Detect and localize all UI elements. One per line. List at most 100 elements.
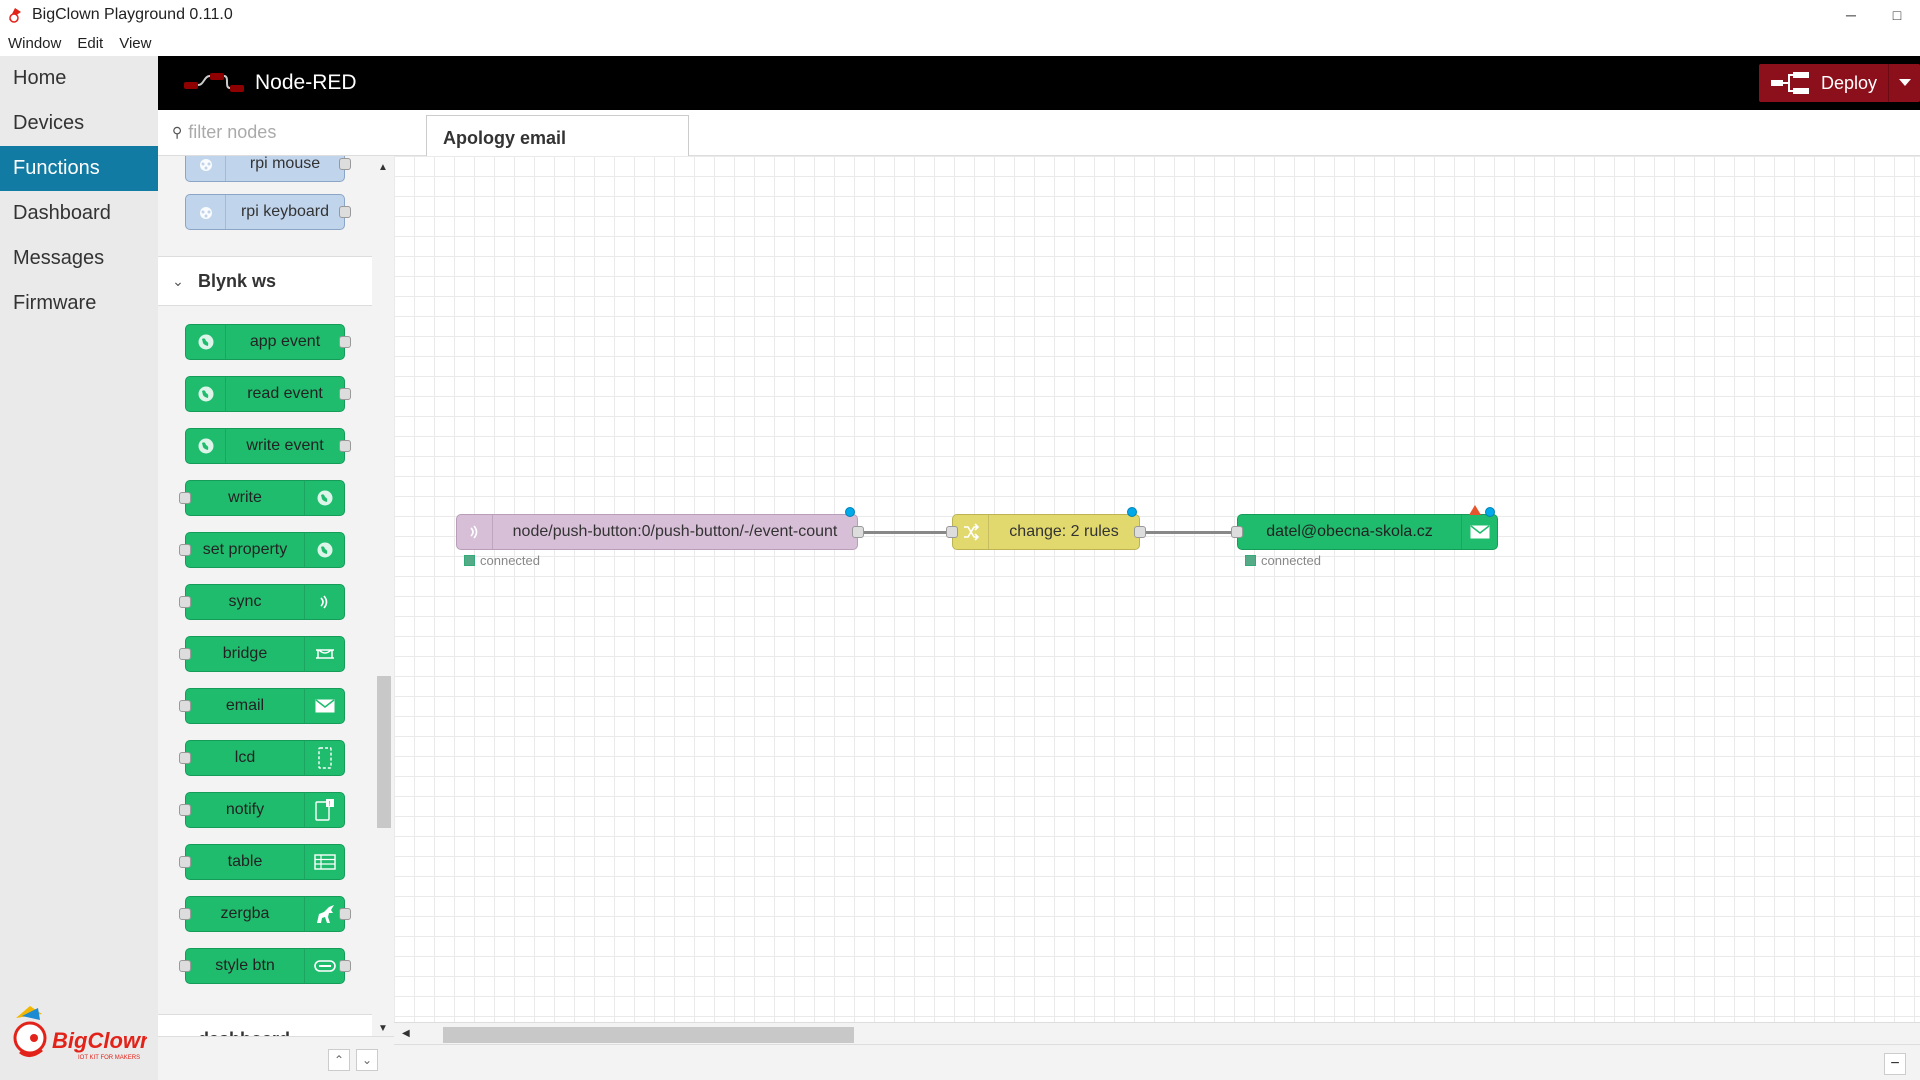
scrollbar-thumb[interactable] <box>377 676 391 828</box>
palette-node-rpi-mouse[interactable]: rpi mouse <box>185 156 351 182</box>
menu-bar: Window Edit View <box>0 30 1920 56</box>
filter-nodes-input[interactable]: ⚲ filter nodes <box>158 110 394 156</box>
deploy-dropdown-button[interactable] <box>1888 64 1920 102</box>
palette-node-write-event[interactable]: write event <box>185 428 351 464</box>
output-port[interactable] <box>339 908 351 920</box>
palette-node-label: table <box>227 853 263 870</box>
nav-item-home[interactable]: Home <box>13 67 67 89</box>
tab-apology-email[interactable]: Apology email <box>426 115 689 157</box>
raspberry-icon <box>186 156 226 181</box>
flow-node-label: node/push-button:0/push-button/-/event-c… <box>512 523 838 540</box>
flow-canvas[interactable]: node/push-button:0/push-button/-/event-c… <box>394 156 1920 1031</box>
input-port[interactable] <box>179 752 191 764</box>
bridge-icon <box>304 637 344 671</box>
nav-item-firmware[interactable]: Firmware <box>13 292 97 314</box>
output-port[interactable] <box>339 388 351 400</box>
globe-icon <box>186 325 226 359</box>
palette-node-sync[interactable]: sync <box>179 584 345 620</box>
collapse-all-button[interactable]: ⌃ <box>328 1049 350 1071</box>
scroll-down-arrow-icon[interactable]: ▼ <box>378 1023 388 1034</box>
category-header-blynk-ws[interactable]: ⌄ Blynk ws <box>158 256 372 306</box>
scrollbar-thumb[interactable] <box>443 1027 854 1043</box>
palette-node-table[interactable]: table <box>179 844 345 880</box>
menu-view[interactable]: View <box>119 34 152 52</box>
output-port[interactable] <box>339 336 351 348</box>
category-header-dashboard[interactable]: ⌄ dashboard <box>158 1014 372 1036</box>
expand-all-button[interactable]: ⌄ <box>356 1049 378 1071</box>
input-port[interactable] <box>179 596 191 608</box>
input-port[interactable] <box>179 544 191 556</box>
output-port[interactable] <box>339 440 351 452</box>
double-chevron-down-icon: ⌄ <box>361 1053 373 1067</box>
input-port[interactable] <box>946 526 958 538</box>
output-port[interactable] <box>852 526 864 538</box>
window-title: BigClown Playground 0.11.0 <box>32 6 233 23</box>
input-port[interactable] <box>179 648 191 660</box>
output-port[interactable] <box>339 158 351 170</box>
category-label: dashboard <box>198 1029 290 1037</box>
palette-node-style-btn[interactable]: style btn <box>179 948 351 984</box>
input-port[interactable] <box>179 700 191 712</box>
nav-item-functions[interactable]: Functions <box>0 146 158 191</box>
output-port[interactable] <box>339 960 351 972</box>
palette-node-app-event[interactable]: app event <box>185 324 351 360</box>
nodered-logo-icon <box>184 73 244 92</box>
palette-node-label: write event <box>246 437 324 454</box>
input-port[interactable] <box>179 960 191 972</box>
palette-node-write[interactable]: write <box>179 480 345 516</box>
globe-icon <box>186 377 226 411</box>
palette-scrollbar[interactable]: ▲ ▼ <box>372 156 394 1036</box>
status-label: connected <box>480 553 540 568</box>
maximize-button[interactable]: □ <box>1892 7 1902 23</box>
flow-wire[interactable] <box>1140 531 1237 534</box>
node-status-mqtt: connected <box>464 553 540 568</box>
status-indicator-icon <box>464 555 475 566</box>
palette-list: rpi mouse rpi keyboard ⌄ Blynk ws app ev… <box>158 156 372 1036</box>
palette-node-label: email <box>225 697 265 714</box>
palette-node-email[interactable]: email <box>179 688 345 724</box>
palette-node-label: read event <box>247 385 323 402</box>
scroll-left-arrow-icon[interactable]: ◀ <box>402 1028 410 1039</box>
palette-node-bridge[interactable]: bridge <box>179 636 345 672</box>
flow-wire[interactable] <box>858 531 952 534</box>
palette-node-label: zergba <box>220 905 270 922</box>
input-port[interactable] <box>1231 526 1243 538</box>
search-icon: ⚲ <box>172 124 183 140</box>
nav-item-dashboard[interactable]: Dashboard <box>13 202 111 224</box>
input-port[interactable] <box>179 492 191 504</box>
nav-item-devices[interactable]: Devices <box>13 112 85 134</box>
scroll-up-arrow-icon[interactable]: ▲ <box>378 162 388 173</box>
lcd-icon <box>304 741 344 775</box>
output-port[interactable] <box>339 206 351 218</box>
svg-text:IOT KIT FOR MAKERS: IOT KIT FOR MAKERS <box>78 1055 140 1061</box>
menu-window[interactable]: Window <box>8 34 62 52</box>
palette-node-read-event[interactable]: read event <box>185 376 351 412</box>
input-port[interactable] <box>179 908 191 920</box>
workspace-footer: − <box>394 1044 1920 1080</box>
caret-down-icon <box>1898 79 1911 86</box>
palette-node-label: bridge <box>222 645 268 662</box>
flow-node-label: datel@obecna-skola.cz <box>1266 523 1433 540</box>
zoom-out-button[interactable]: − <box>1884 1053 1906 1075</box>
canvas-horizontal-scrollbar[interactable]: ◀ <box>394 1022 1920 1044</box>
globe-icon <box>304 481 344 515</box>
menu-edit[interactable]: Edit <box>77 34 104 52</box>
palette-node-lcd[interactable]: lcd <box>179 740 345 776</box>
minus-icon: − <box>1890 1055 1900 1072</box>
envelope-icon <box>304 689 344 723</box>
wifi-signal-icon <box>304 585 344 619</box>
palette-node-rpi-keyboard[interactable]: rpi keyboard <box>185 194 351 230</box>
flow-node-mqtt-in[interactable]: node/push-button:0/push-button/-/event-c… <box>456 507 864 550</box>
nav-item-messages[interactable]: Messages <box>13 247 105 269</box>
minimize-button[interactable]: ─ <box>1846 7 1856 23</box>
palette-node-notify[interactable]: notify ! <box>179 792 345 828</box>
palette-node-zergba[interactable]: zergba <box>179 896 351 932</box>
phone-notify-icon: ! <box>304 793 344 827</box>
flow-node-change[interactable]: change: 2 rules <box>946 507 1146 550</box>
input-port[interactable] <box>179 856 191 868</box>
palette-node-set-property[interactable]: set property <box>179 532 345 568</box>
input-port[interactable] <box>179 804 191 816</box>
output-port[interactable] <box>1134 526 1146 538</box>
deploy-button[interactable]: Deploy <box>1759 64 1920 102</box>
flow-node-email[interactable]: datel@obecna-skola.cz <box>1231 505 1498 550</box>
